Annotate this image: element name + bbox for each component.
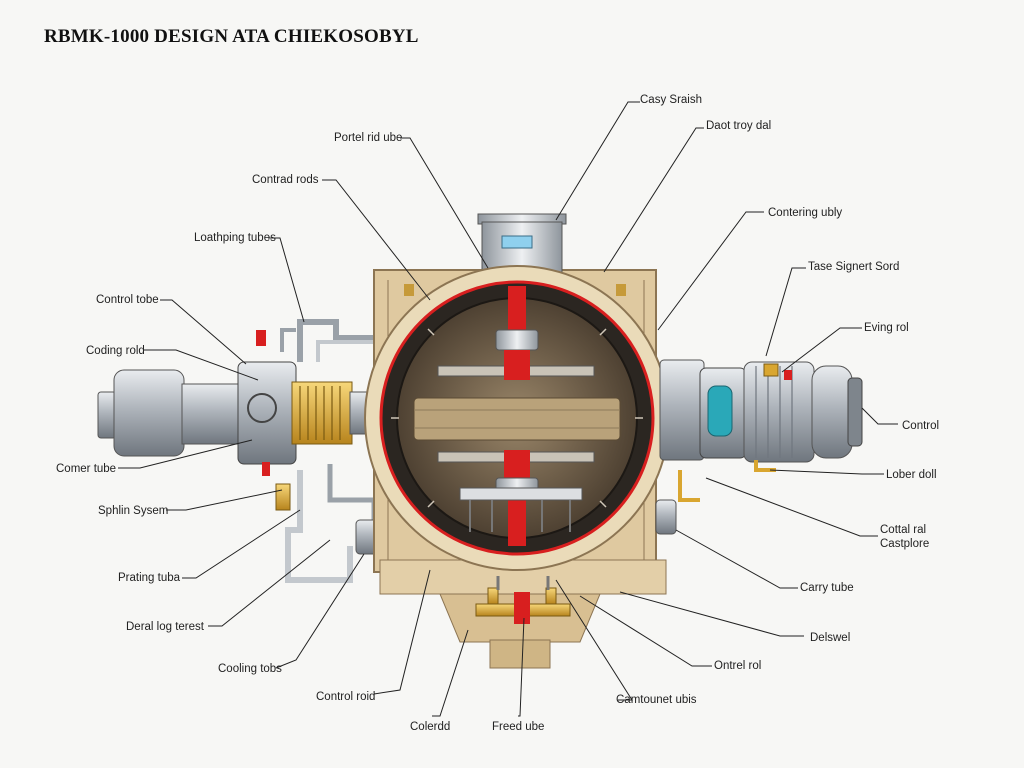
label-camtounet-ubis: Camtounet ubis	[616, 694, 697, 706]
label-loathping-tubes: Loathping tubes	[194, 232, 276, 244]
support-legs	[469, 500, 571, 532]
label-freed-ube: Freed ube	[492, 721, 544, 733]
left-pump-assembly	[97, 319, 387, 583]
left-end-cap	[97, 391, 117, 439]
label-cooling-tobs: Cooling tobs	[218, 663, 282, 675]
label-casy-sraish: Casy Sraish	[640, 94, 702, 106]
left-shaft-housing	[181, 383, 243, 445]
left-gearbox	[237, 361, 297, 465]
red-valve-bottom	[262, 462, 270, 476]
control-rod-icon	[508, 286, 526, 332]
upper-pipe-2	[316, 340, 386, 362]
label-comer-tube: Comer tube	[56, 463, 116, 475]
right-end-drum	[811, 365, 853, 459]
valve-icon	[487, 587, 499, 605]
frame-bolt	[616, 284, 626, 296]
label-eving-rol: Eving rol	[864, 322, 909, 334]
right-lower-pump	[655, 499, 677, 535]
red-valve-top	[256, 330, 266, 346]
bottom-nozzle	[489, 639, 551, 669]
leader-lines	[118, 101, 898, 717]
label-contrad-rods: Contrad rods	[252, 174, 319, 186]
label-control: Control	[902, 420, 939, 432]
label-deral-log-terest: Deral log terest	[126, 621, 205, 633]
label-tase-signert-sord: Tase Signert Sord	[808, 261, 899, 273]
label-castplore: Castplore	[880, 538, 929, 550]
label-lober-doll: Lober doll	[886, 469, 937, 481]
fuel-channel	[413, 397, 621, 441]
right-motor-body	[743, 361, 815, 463]
upper-pipe-1	[297, 319, 380, 362]
label-control-tobe: Control tobe	[96, 294, 159, 306]
gear-icon	[247, 393, 277, 423]
left-drum	[113, 369, 185, 457]
label-daot-troy-dal: Daot troy dal	[706, 120, 771, 132]
support-plate	[459, 487, 583, 501]
red-valve-center	[514, 592, 530, 624]
red-fitting	[784, 370, 792, 380]
label-coding-rold: Coding rold	[86, 345, 145, 357]
control-rod-bottom	[508, 500, 526, 546]
brass-fitting	[763, 363, 779, 377]
upper-pipe-3	[280, 328, 296, 352]
valve-icon	[545, 587, 557, 605]
label-ontrel-rol: Ontrel rol	[714, 660, 761, 672]
control-rod-upper	[504, 350, 530, 380]
chimney-window	[501, 235, 533, 249]
label-prating-tuba: Prating tuba	[118, 572, 181, 584]
right-coupling	[659, 359, 705, 461]
label-delswel: Delswel	[810, 632, 850, 644]
frame-bolt	[404, 284, 414, 296]
right-end-cap	[847, 377, 863, 447]
label-sphlin-sysem: Sphlin Sysem	[98, 505, 168, 517]
diagram-title: RBMK-1000 DESIGN ATA CHIEKOSOBYL	[44, 26, 419, 47]
label-cottal-ral: Cottal ral	[880, 524, 926, 536]
control-rod-lower	[504, 450, 530, 480]
brass-valve-left	[275, 483, 291, 511]
teal-window	[707, 385, 733, 437]
label-control-roid: Control roid	[316, 691, 375, 703]
right-pump-assembly	[655, 359, 863, 535]
rotor-blades	[299, 386, 341, 440]
rod-drive-top	[495, 329, 539, 351]
label-carry-tube: Carry tube	[800, 582, 854, 594]
label-portel-rid-ube: Portel rid ube	[334, 132, 402, 144]
label-colerdd: Colerdd	[410, 721, 450, 733]
brass-rotor	[291, 381, 353, 445]
motor-ribs	[755, 366, 793, 458]
labels: Portel rid ube Contrad rods Loathping tu…	[56, 94, 939, 733]
brass-pipe	[754, 460, 776, 472]
bottom-valves	[475, 576, 571, 624]
reactor-vessel	[364, 265, 670, 571]
lower-pipe-2	[285, 470, 353, 583]
label-contering-ubly: Contering ubly	[768, 207, 842, 219]
